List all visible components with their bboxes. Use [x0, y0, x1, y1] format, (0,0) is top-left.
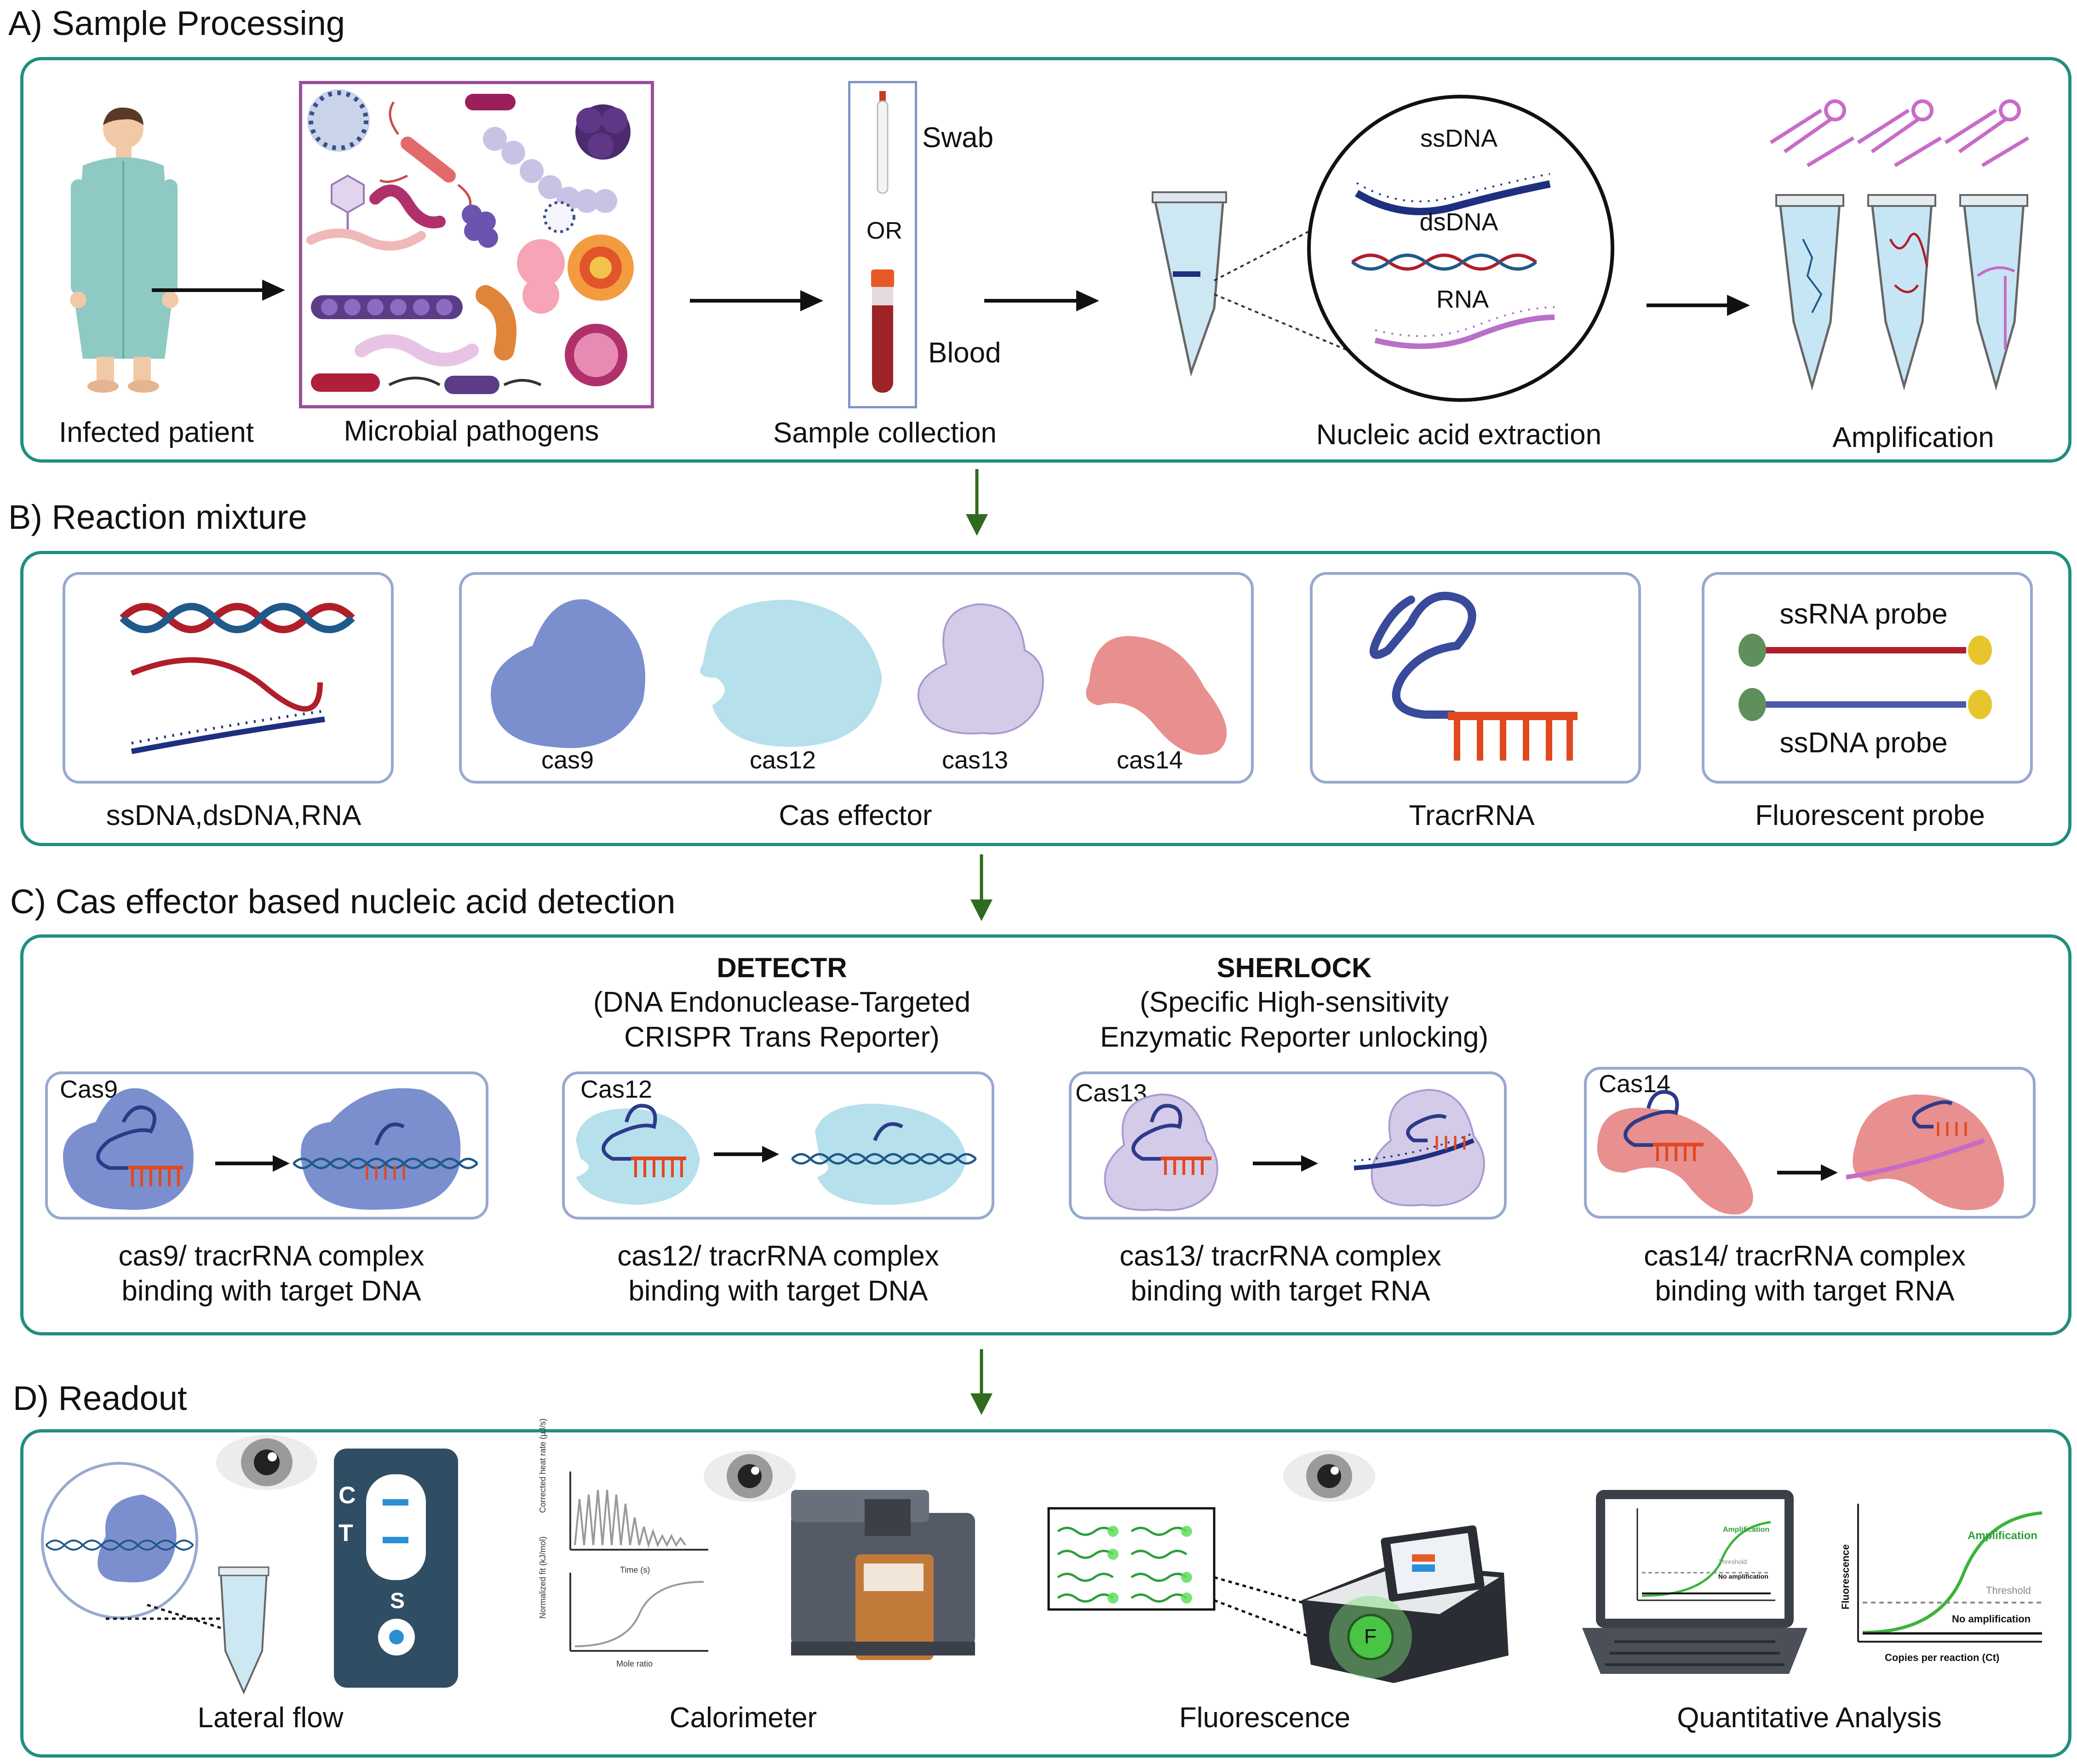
section-b-title: B) Reaction mixture	[8, 498, 307, 536]
extraction-illustration	[1152, 95, 1614, 402]
infected-patient-label: Infected patient	[59, 417, 254, 448]
lateral-flow-label: Lateral flow	[197, 1702, 344, 1734]
calorimeter-illustration	[569, 1450, 975, 1660]
section-c-title: C) Cas effector based nucleic acid detec…	[10, 882, 676, 921]
q-threshold-label: Threshold	[1986, 1585, 2031, 1596]
sample-tubes	[871, 91, 894, 393]
quantitative-analysis-label: Quantitative Analysis	[1677, 1702, 1942, 1734]
cal-y1-label: Corrected heat rate (µJ/s)	[538, 1418, 547, 1513]
tracrrna-graphic	[1369, 591, 1578, 761]
panel-d	[20, 1429, 2071, 1758]
strip-s-label: S	[390, 1589, 405, 1613]
detectr-line1: (DNA Endonuclease-Targeted	[593, 986, 971, 1018]
fluorescence-illustration	[1047, 1450, 1509, 1683]
strip-c-label: C	[339, 1482, 356, 1509]
q-xlabel: Copies per reaction (Ct)	[1885, 1652, 2000, 1663]
cal-x1-label: Time (s)	[620, 1565, 650, 1575]
rna-label: RNA	[1436, 286, 1489, 313]
panel-a	[20, 57, 2071, 463]
tracrrna-label: TracrRNA	[1409, 800, 1535, 831]
fluorescent-probe-label: Fluorescent probe	[1755, 800, 1985, 831]
cas12-caption-2: binding with target DNA	[628, 1275, 928, 1307]
fluorescence-label: Fluorescence	[1179, 1702, 1351, 1734]
detectr-title: DETECTR	[717, 952, 847, 983]
q-laptop-no-amplification: No amplification	[1718, 1573, 1768, 1580]
amplification-label: Amplification	[1832, 422, 1994, 453]
cas14-label: cas14	[1116, 746, 1183, 774]
fluor-f-label: F	[1364, 1625, 1377, 1648]
cal-x2-label: Mole ratio	[616, 1659, 653, 1668]
dsdna-label: dsDNA	[1419, 208, 1498, 236]
quantitative-illustration	[1582, 1490, 2043, 1674]
cas9-complex-graphic	[63, 1088, 478, 1210]
sample-collection-box	[848, 81, 917, 408]
sherlock-line2: Enzymatic Reporter unlocking)	[1100, 1021, 1489, 1053]
nucleic-acid-extraction-label: Nucleic acid extraction	[1316, 419, 1602, 451]
q-ylabel: Fluorescence	[1840, 1544, 1851, 1609]
nucleic-acids-label: ssDNA,dsDNA,RNA	[106, 800, 361, 831]
calorimeter-label: Calorimeter	[669, 1702, 817, 1734]
detectr-line2: CRISPR Trans Reporter)	[624, 1021, 940, 1053]
section-d-title: D) Readout	[13, 1379, 187, 1417]
ssdna-probe-label: ssDNA probe	[1779, 727, 1948, 759]
fluorescent-probes	[1738, 634, 1992, 721]
blood-label: Blood	[928, 337, 1001, 369]
cas9-caption-2: binding with target DNA	[121, 1275, 421, 1307]
cas14-complex-graphic	[1597, 1090, 2004, 1215]
cas12-caption-1: cas12/ tracrRNA complex	[617, 1240, 939, 1272]
cas13-caption-2: binding with target RNA	[1130, 1275, 1430, 1307]
lateral-flow-illustration	[41, 1435, 458, 1695]
tracrrna-box	[1310, 572, 1641, 784]
cas12-box-label: Cas12	[580, 1076, 653, 1103]
panel-b	[20, 551, 2071, 846]
ssdna-label: ssDNA	[1420, 125, 1498, 152]
q-laptop-threshold: Threshold	[1718, 1558, 1747, 1565]
nucleic-acids-strands	[120, 603, 355, 754]
sample-collection-label: Sample collection	[773, 417, 997, 449]
q-laptop-amplification: Amplification	[1723, 1526, 1770, 1534]
q-no-amplification-label: No amplification	[1952, 1613, 2031, 1625]
swab-label: Swab	[922, 122, 994, 154]
strip-t-label: T	[339, 1520, 353, 1546]
fluorescent-probe-box	[1702, 572, 2033, 784]
cas9-label: cas9	[541, 746, 594, 774]
cas12-complex-graphic	[576, 1104, 977, 1205]
or-label: OR	[866, 218, 902, 244]
cas14-caption-1: cas14/ tracrRNA complex	[1644, 1240, 1966, 1272]
ssrna-probe-label: ssRNA probe	[1779, 598, 1948, 630]
amplification-tubes	[1769, 99, 2030, 391]
cal-y2-label: Normalized fit (kJ/mol)	[538, 1536, 547, 1619]
section-a-title: A) Sample Processing	[8, 4, 345, 42]
sherlock-line1: (Specific High-sensitivity	[1140, 986, 1449, 1018]
cas9-box-label: Cas9	[60, 1076, 118, 1103]
sherlock-title: SHERLOCK	[1216, 952, 1372, 983]
cas14-caption-2: binding with target RNA	[1655, 1275, 1955, 1307]
cas-effector-proteins	[491, 599, 1227, 755]
patient-figure	[70, 107, 178, 393]
cas13-caption-1: cas13/ tracrRNA complex	[1119, 1240, 1441, 1272]
panel-c	[20, 934, 2071, 1335]
cas13-label: cas13	[941, 746, 1009, 774]
cas9-caption-1: cas9/ tracrRNA complex	[118, 1240, 425, 1272]
pathogens-collage	[306, 89, 634, 394]
microbial-pathogens-label: Microbial pathogens	[344, 415, 599, 447]
cas-effector-label: Cas effector	[779, 800, 932, 831]
cas13-complex-graphic	[1104, 1088, 1485, 1211]
cas12-label: cas12	[749, 746, 816, 774]
q-amplification-label: Amplification	[1968, 1529, 2038, 1542]
